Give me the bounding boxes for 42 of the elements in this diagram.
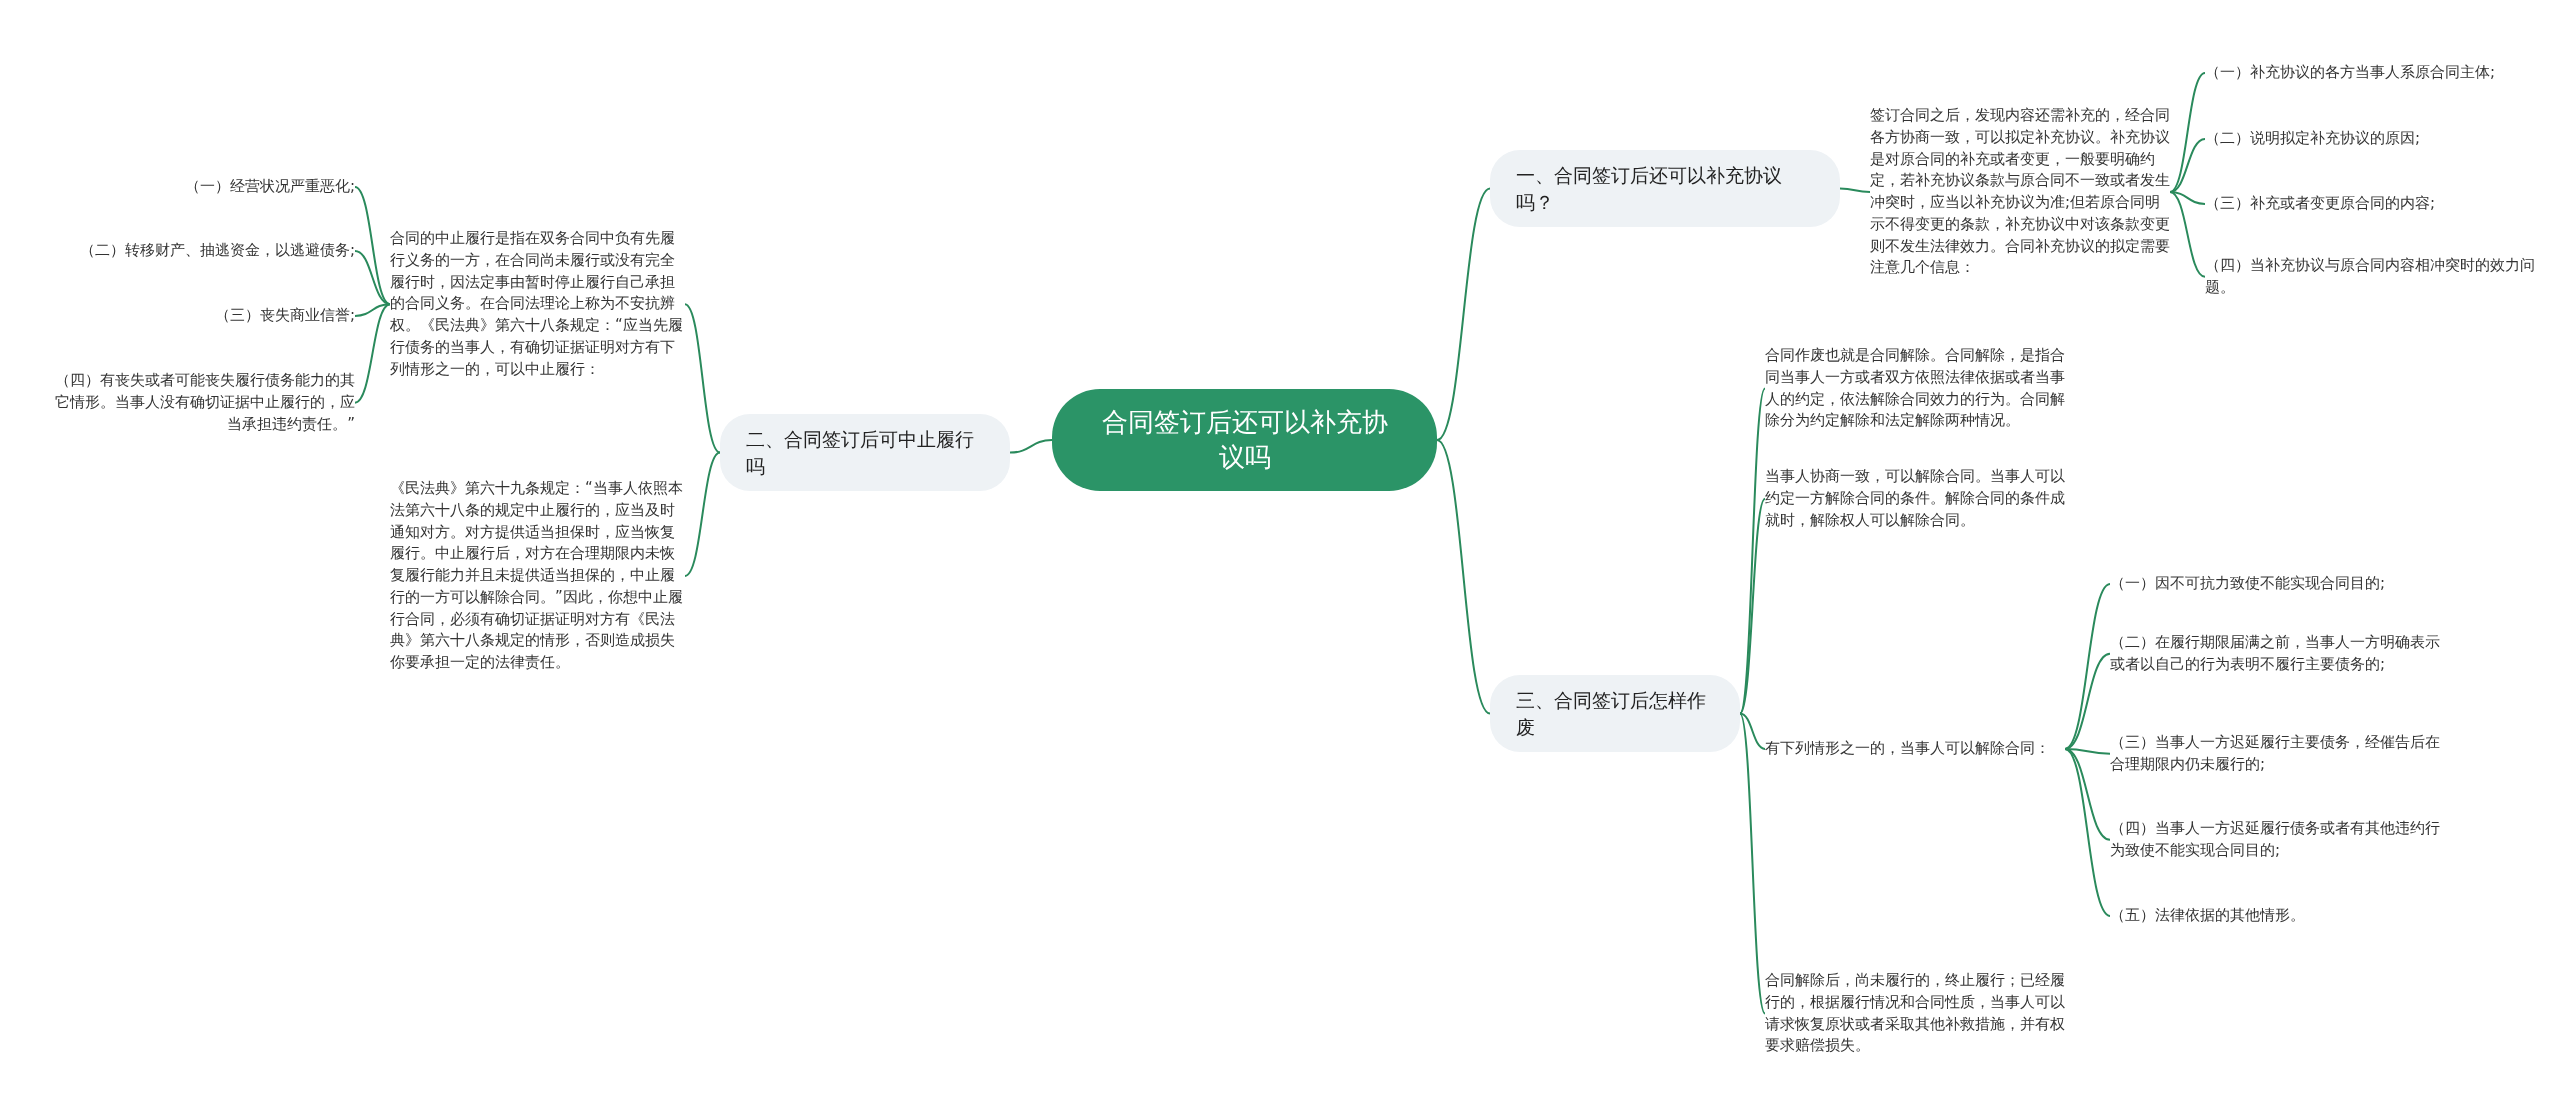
- connector-line: [1739, 712, 1766, 750]
- connector-line: [354, 303, 391, 317]
- connector-line: [2169, 191, 2206, 205]
- note-text: （四）当补充协议与原合同内容相冲突时的效力问题。: [2205, 255, 2545, 299]
- connector-line: [684, 451, 721, 577]
- connector-line: [1436, 187, 1491, 442]
- note-text: 合同解除后，尚未履行的，终止履行；已经履行的，根据履行情况和合同性质，当事人可以请求恢复原状或者采取其他补救措施，并有权要求赔偿损失。: [1765, 970, 2065, 1057]
- note-text: 合同的中止履行是指在双务合同中负有先履行义务的一方，在合同尚未履行或没有完全履行时，因法定事由暂时停止履行自己承担的合同义务。在合同法理论上称为不安抗辨权。《民法典》第六十八条规定：“应当先履行债务的当事人，有确切证据证明对方有下列情形之一的，可以中止履行：: [390, 228, 685, 381]
- note-text: （一）经营状况严重恶化;: [50, 176, 355, 198]
- note-text: 当事人协商一致，可以解除合同。当事人可以约定一方解除合同的条件。解除合同的条件成就时，解除权人可以解除合同。: [1765, 466, 2065, 532]
- central-topic-pill: 合同签订后还可以补充协议吗: [1052, 389, 1437, 492]
- note-text: 签订合同之后，发现内容还需补充的，经合同各方协商一致，可以拟定补充协议。补充协议是对原合同的补充或者变更，一般要明确约定，若补充协议条款与原合同不一致或者发生冲突时，应当以补充协议为准;但若原合同明示不得变更的条款，补充协议中对该条款变更则不发生法律效力。合同补充协议的拟定需要注意几个信息：: [1870, 105, 2170, 279]
- note-text: 有下列情形之一的，当事人可以解除合同：: [1765, 738, 2065, 760]
- note-text: （四）当事人一方迟延履行债务或者有其他违约行为致使不能实现合同目的;: [2110, 818, 2450, 862]
- connector-line: [1739, 712, 1766, 1015]
- note-text: （三）丧失商业信誉;: [50, 305, 355, 327]
- note-text: （五）法律依据的其他情形。: [2110, 905, 2450, 927]
- note-text: （二）在履行期限届满之前，当事人一方明确表示或者以自己的行为表明不履行主要债务的;: [2110, 632, 2450, 676]
- connector-line: [354, 303, 391, 404]
- subtopic-pill: 二、合同签订后可中止履行吗: [720, 414, 1010, 492]
- connector-line: [2169, 191, 2206, 278]
- subtopic-pill: 三、合同签订后怎样作废: [1490, 675, 1740, 753]
- connector-line: [1839, 187, 1871, 193]
- connector-line: [1009, 439, 1053, 454]
- connector-line: [684, 303, 721, 454]
- note-text: （三）补充或者变更原合同的内容;: [2205, 193, 2545, 215]
- connector-line: [1436, 439, 1491, 715]
- subtopic-pill: 一、合同签订后还可以补充协议吗？: [1490, 150, 1840, 228]
- connector-line: [1739, 497, 1766, 715]
- note-text: 《民法典》第六十九条规定：“当事人依照本法第六十八条的规定中止履行的，应当及时通知对方。对方提供适当担保时，应当恢复履行。中止履行后，对方在合理期限内未恢复履行能力并且未提供适当担保的，中止履行的一方可以解除合同。”因此，你想中止履行合同，必须有确切证据证明对方有《民法典》第六十八条规定的情形，否则造成损失你要承担一定的法律责任。: [390, 478, 685, 674]
- note-text: （二）说明拟定补充协议的原因;: [2205, 128, 2545, 150]
- note-text: （二）转移财产、抽逃资金，以逃避债务;: [50, 240, 355, 262]
- connector-line: [2064, 652, 2111, 750]
- connector-line: [354, 185, 391, 306]
- note-text: （一）因不可抗力致使不能实现合同目的;: [2110, 573, 2450, 595]
- note-text: 合同作废也就是合同解除。合同解除，是指合同当事人一方或者双方依照法律依据或者当事人的约定，依法解除合同效力的行为。合同解除分为约定解除和法定解除两种情况。: [1765, 345, 2065, 432]
- connector-line: [2169, 71, 2206, 193]
- connector-line: [2064, 747, 2111, 917]
- note-text: （一）补充协议的各方当事人系原合同主体;: [2205, 62, 2545, 84]
- note-text: （四）有丧失或者可能丧失履行债务能力的其它情形。当事人没有确切证据中止履行的，应当承担违约责任。”: [50, 370, 355, 436]
- note-text: （三）当事人一方迟延履行主要债务，经催告后在合理期限内仍未履行的;: [2110, 732, 2450, 776]
- connector-line: [2064, 747, 2111, 841]
